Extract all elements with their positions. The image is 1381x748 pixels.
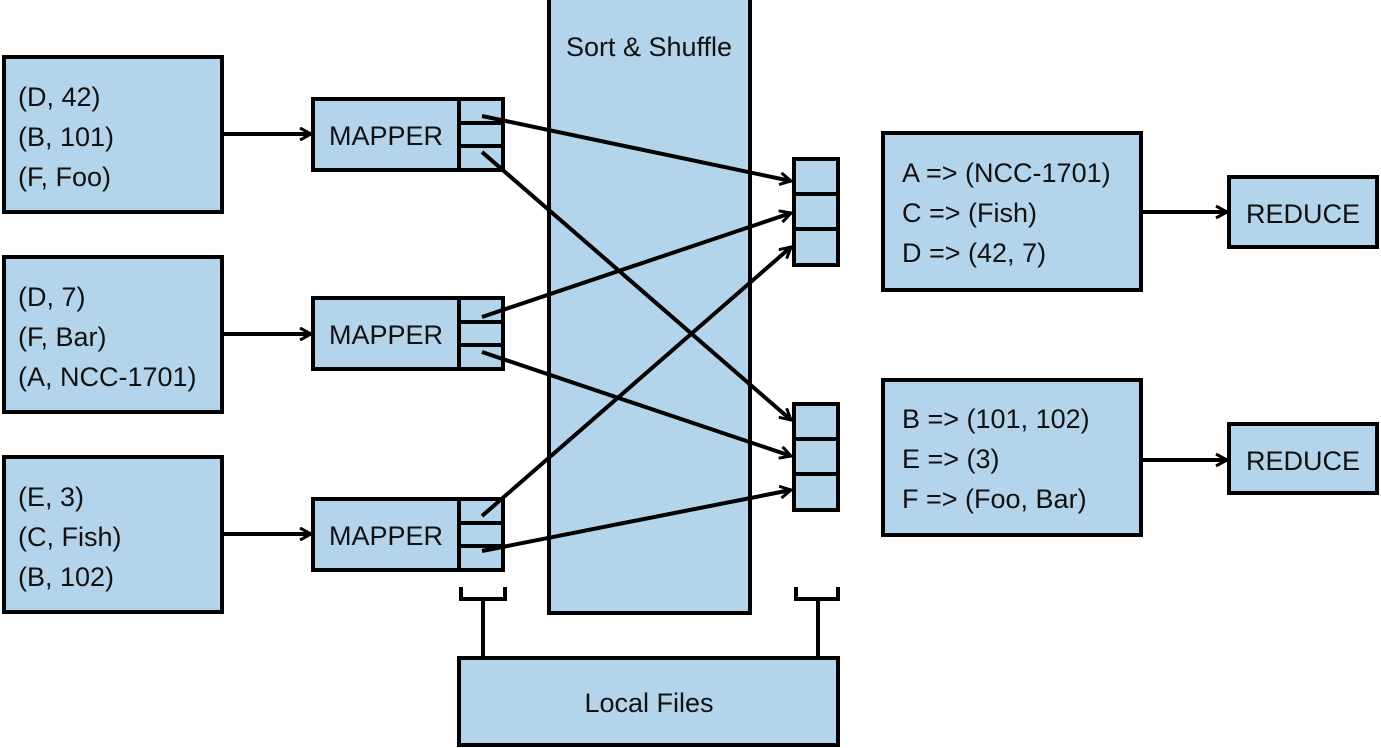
mapper-label: MAPPER — [329, 521, 443, 551]
input-line: (D, 7) — [18, 282, 86, 312]
group-line: F => (Foo, Bar) — [902, 484, 1087, 514]
reduce-label: REDUCE — [1246, 446, 1360, 476]
input-line: (A, NCC-1701) — [18, 362, 197, 392]
mapper-label: MAPPER — [329, 121, 443, 151]
mapper-1: MAPPER — [311, 97, 505, 172]
group-line: D => (42, 7) — [902, 238, 1046, 268]
grouped-keys-1: A => (NCC-1701) C => (Fish) D => (42, 7) — [881, 131, 1143, 292]
partition-2 — [792, 402, 840, 512]
shuffle-arrows — [480, 114, 791, 553]
input-line: (B, 101) — [18, 122, 114, 152]
reduce-label: REDUCE — [1246, 199, 1360, 229]
mapper-3: MAPPER — [311, 497, 505, 572]
input-line: (E, 3) — [18, 482, 84, 512]
mapper-label: MAPPER — [329, 320, 443, 350]
input-line: (F, Foo) — [18, 162, 111, 192]
input-split-3: (E, 3) (C, Fish) (B, 102) — [2, 455, 224, 614]
group-line: B => (101, 102) — [902, 404, 1090, 434]
local-files-label: Local Files — [584, 688, 713, 718]
group-line: E => (3) — [902, 444, 1000, 474]
reducer-2: REDUCE — [1227, 422, 1379, 495]
local-files-connectors — [459, 587, 840, 658]
sort-shuffle-box: Sort & Shuffle — [547, 0, 752, 615]
sort-shuffle-label: Sort & Shuffle — [566, 32, 732, 62]
input-line: (B, 102) — [18, 562, 114, 592]
group-line: C => (Fish) — [902, 198, 1037, 228]
group-line: A => (NCC-1701) — [902, 158, 1111, 188]
input-line: (F, Bar) — [18, 322, 107, 352]
local-files-box: Local Files — [457, 656, 840, 747]
input-line: (C, Fish) — [18, 522, 122, 552]
reducer-1: REDUCE — [1227, 175, 1379, 249]
grouped-keys-2: B => (101, 102) E => (3) F => (Foo, Bar) — [881, 378, 1143, 537]
input-split-2: (D, 7) (F, Bar) (A, NCC-1701) — [2, 255, 224, 414]
input-line: (D, 42) — [18, 82, 101, 112]
partition-1 — [792, 157, 840, 267]
input-split-1: (D, 42) (B, 101) (F, Foo) — [2, 55, 224, 214]
mapper-2: MAPPER — [311, 296, 505, 371]
